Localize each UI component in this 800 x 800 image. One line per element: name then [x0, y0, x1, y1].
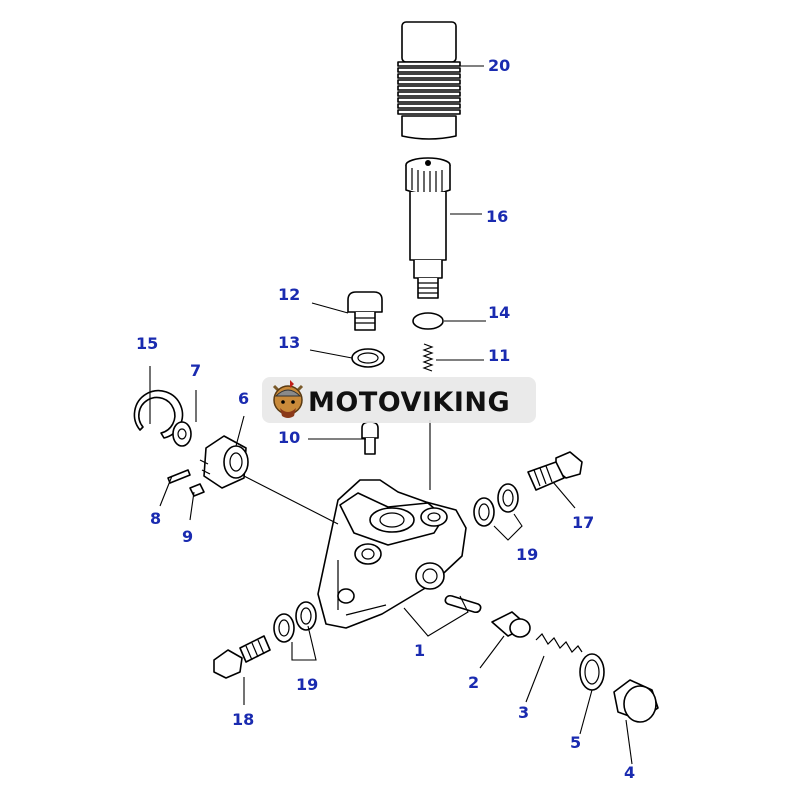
pump-housing: [317, 479, 467, 629]
watermark: MOTOVIKING: [262, 377, 536, 423]
callout-12: 12: [278, 285, 300, 304]
leader-lines: [149, 65, 633, 765]
part-7-collar: [172, 421, 192, 447]
part-4-plug: [613, 679, 659, 723]
callout-5: 5: [570, 733, 581, 752]
part-14-washer: [412, 312, 444, 330]
callout-10: 10: [278, 428, 300, 447]
part-11-spring: [422, 343, 434, 372]
part-18-banjo-bolt: [213, 635, 271, 679]
callout-4: 4: [624, 763, 635, 782]
part-16-priming-pump: [405, 157, 451, 299]
part-19-washers-left: [273, 601, 317, 643]
callout-3: 3: [518, 703, 529, 722]
callout-19-left: 19: [296, 675, 318, 694]
part-9-screw: [189, 483, 205, 497]
callout-20: 20: [488, 56, 510, 75]
part-6-sleeve: [199, 435, 249, 489]
part-1-pin: [444, 594, 482, 614]
part-17-banjo-bolt: [527, 451, 583, 491]
callout-17: 17: [572, 513, 594, 532]
part-10-bolt: [361, 421, 379, 455]
part-19-washers-right: [473, 483, 519, 527]
callout-18: 18: [232, 710, 254, 729]
watermark-text: MOTOVIKING: [308, 387, 510, 418]
part-12-plug: [347, 291, 383, 331]
part-2-piston: [491, 611, 531, 638]
part-20-bellows-boot: [397, 21, 461, 140]
callout-1: 1: [414, 641, 425, 660]
callout-7: 7: [190, 361, 201, 380]
callout-13: 13: [278, 333, 300, 352]
callout-2: 2: [468, 673, 479, 692]
callout-6: 6: [238, 389, 249, 408]
callout-11: 11: [488, 346, 510, 365]
viking-mascot-icon: [272, 380, 304, 418]
callout-8: 8: [150, 509, 161, 528]
part-15-snap-ring: [133, 389, 184, 439]
callout-19-right: 19: [516, 545, 538, 564]
part-3-spring: [535, 633, 583, 653]
part-13-gasket: [351, 348, 385, 368]
callout-16: 16: [486, 207, 508, 226]
callout-9: 9: [182, 527, 193, 546]
callout-15: 15: [136, 334, 158, 353]
callout-14: 14: [488, 303, 510, 322]
part-5-gasket: [579, 653, 605, 691]
